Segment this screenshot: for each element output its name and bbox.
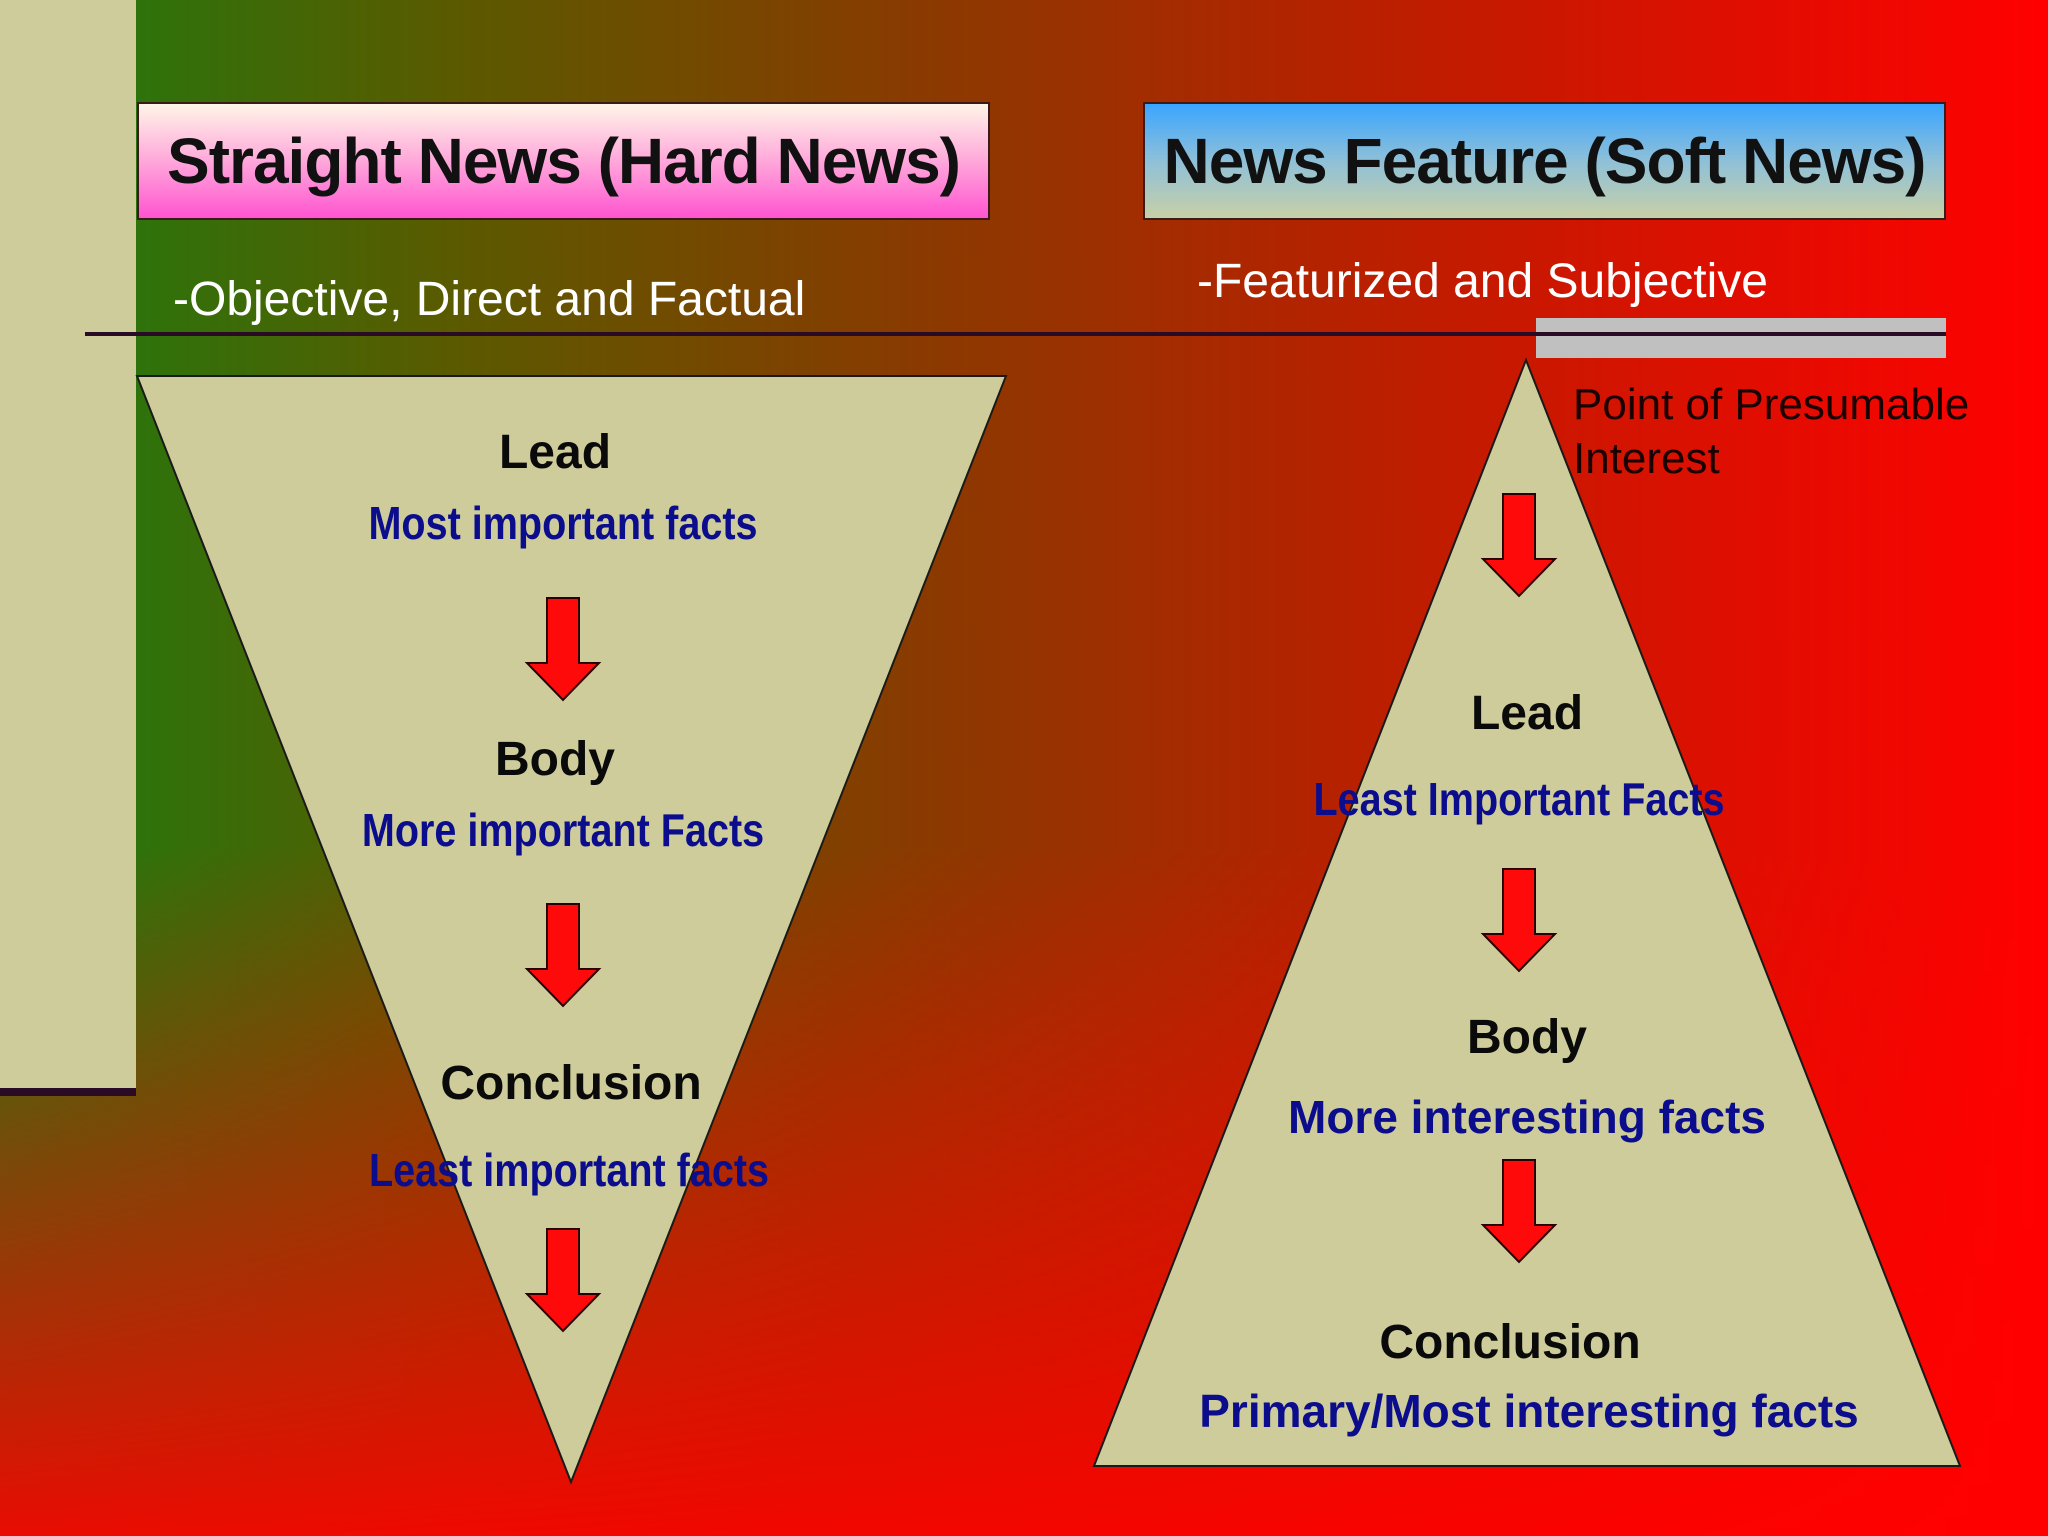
down-arrow-icon <box>1480 1159 1558 1264</box>
soft-body-heading: Body <box>1467 1011 1587 1064</box>
horizontal-rule <box>85 332 1945 336</box>
hard-lead-detail: Most important facts <box>368 497 758 549</box>
soft-conclusion-detail: Primary/Most interesting facts <box>1199 1385 1859 1437</box>
hard-body-heading: Body <box>495 733 615 786</box>
hard-conclusion-detail: Least important facts <box>368 1144 770 1196</box>
hard-conclusion-heading: Conclusion <box>440 1057 702 1110</box>
down-arrow-icon <box>1480 493 1558 598</box>
gray-accent-band <box>1536 318 1946 358</box>
soft-news-subtitle: -Featurized and Subjective <box>1197 255 1768 308</box>
hard-news-title: Straight News (Hard News) <box>137 102 990 220</box>
down-arrow-icon <box>524 903 602 1008</box>
sidebar-panel <box>0 0 136 1088</box>
soft-lead-detail: Least Important Facts <box>1313 773 1725 825</box>
point-of-interest-label: Point of Presumable Interest <box>1573 380 1970 483</box>
hard-body-detail: More important Facts <box>361 804 765 856</box>
soft-lead-heading: Lead <box>1470 687 1584 740</box>
soft-body-detail: More interesting facts <box>1288 1091 1766 1143</box>
sidebar-rule <box>0 1088 136 1096</box>
down-arrow-icon <box>1480 868 1558 973</box>
down-arrow-icon <box>524 597 602 702</box>
soft-conclusion-heading: Conclusion <box>1379 1316 1641 1369</box>
soft-news-title: News Feature (Soft News) <box>1143 102 1946 220</box>
hard-news-title-text: Straight News (Hard News) <box>167 125 961 197</box>
soft-news-title-text: News Feature (Soft News) <box>1163 125 1927 197</box>
hard-news-subtitle: -Objective, Direct and Factual <box>173 273 806 326</box>
down-arrow-icon <box>524 1228 602 1333</box>
hard-lead-heading: Lead <box>498 426 612 479</box>
